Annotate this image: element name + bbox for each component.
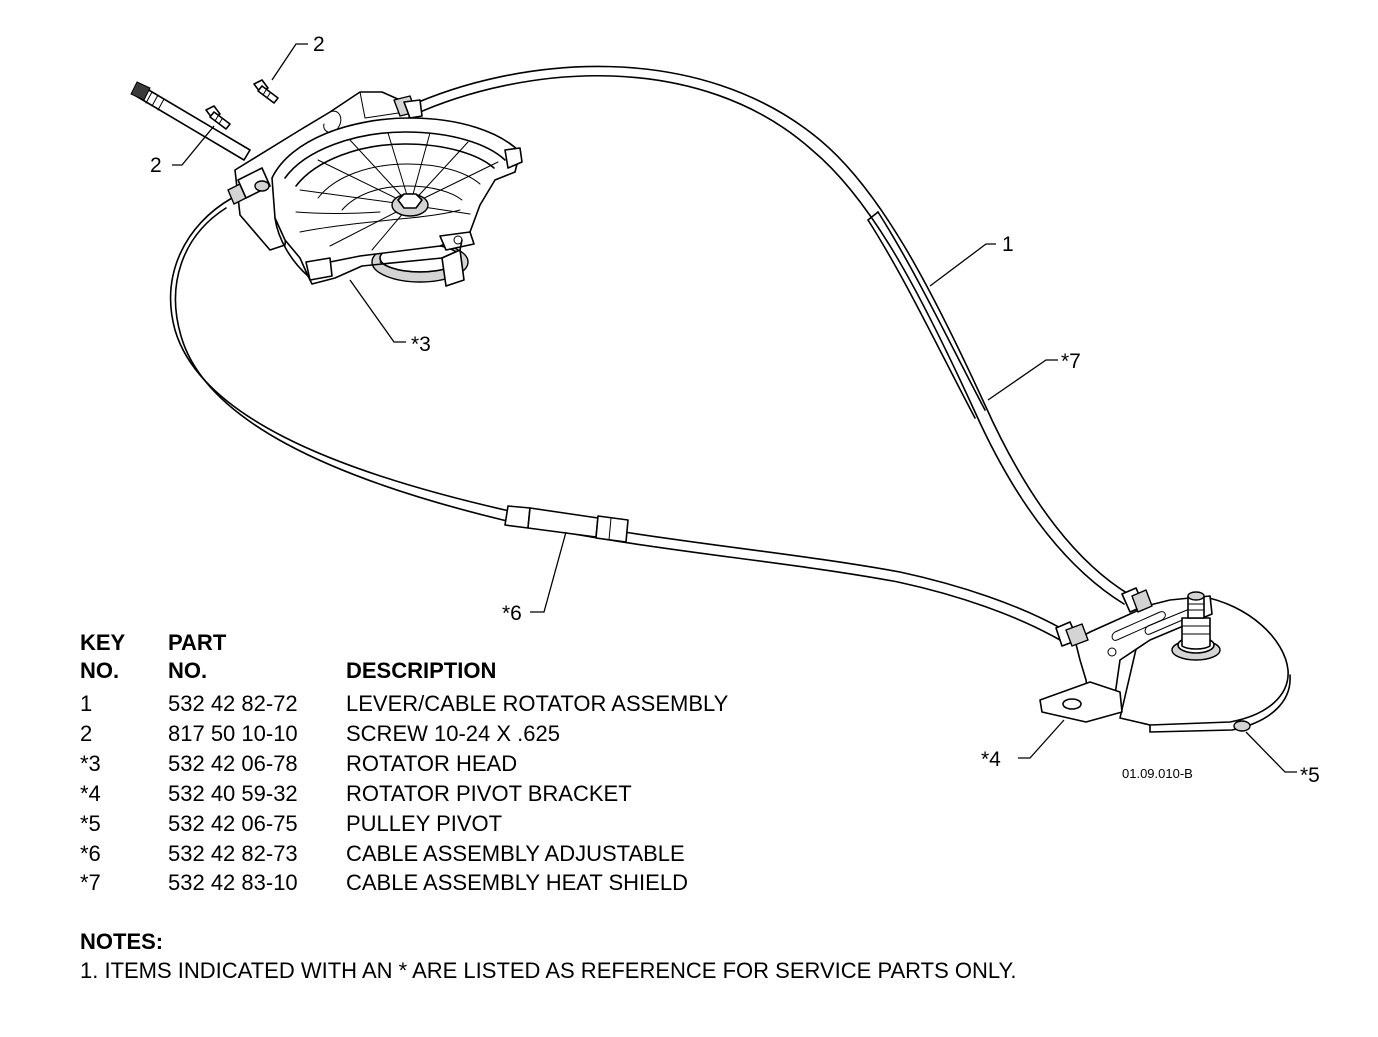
callout-screw-top: 2 bbox=[313, 33, 325, 56]
drawing-number: 01.09.010-B bbox=[1122, 766, 1193, 781]
callout-cable-adjustable: *6 bbox=[502, 602, 522, 625]
screw-top bbox=[253, 79, 279, 104]
row-description: PULLEY PIVOT bbox=[346, 811, 503, 836]
row-key: 2 bbox=[80, 721, 93, 746]
row-description: SCREW 10-24 X .625 bbox=[346, 721, 560, 746]
row-description: CABLE ASSEMBLY ADJUSTABLE bbox=[346, 841, 685, 866]
header-part-line2: NO. bbox=[168, 658, 208, 683]
callout-rotator-head: *3 bbox=[411, 333, 431, 356]
header-description: DESCRIPTION bbox=[346, 658, 497, 683]
screw-left bbox=[205, 105, 231, 130]
cable-heat-shield bbox=[404, 65, 1131, 605]
row-part-number: 532 40 59-32 bbox=[168, 781, 298, 806]
row-part-number: 532 42 83-10 bbox=[168, 870, 298, 895]
row-key: *3 bbox=[80, 751, 101, 776]
pivot-bracket-assembly bbox=[1039, 587, 1291, 733]
rotator-head-assembly bbox=[130, 81, 523, 287]
row-part-number: 817 50 10-10 bbox=[168, 721, 298, 746]
row-key: *6 bbox=[80, 841, 101, 866]
row-part-number: 532 42 82-72 bbox=[168, 691, 298, 716]
row-key: *5 bbox=[80, 811, 101, 836]
row-description: CABLE ASSEMBLY HEAT SHIELD bbox=[346, 870, 688, 895]
callout-cable-rotator: 1 bbox=[1002, 233, 1014, 256]
header-key-line1: KEY bbox=[80, 630, 126, 655]
row-key: *7 bbox=[80, 870, 101, 895]
row-part-number: 532 42 06-78 bbox=[168, 751, 298, 776]
cable-adjustable bbox=[169, 197, 1065, 641]
callout-heat-shield: *7 bbox=[1061, 350, 1081, 373]
header-key-line2: NO. bbox=[80, 658, 120, 683]
row-description: LEVER/CABLE ROTATOR ASSEMBLY bbox=[346, 691, 729, 716]
note-item: 1. ITEMS INDICATED WITH AN * ARE LISTED … bbox=[80, 958, 1017, 983]
row-key: *4 bbox=[80, 781, 101, 806]
row-description: ROTATOR PIVOT BRACKET bbox=[346, 781, 632, 806]
callout-pivot-bracket: *4 bbox=[981, 748, 1001, 771]
callout-pulley-pivot: *5 bbox=[1300, 764, 1320, 787]
row-key: 1 bbox=[80, 691, 93, 716]
row-description: ROTATOR HEAD bbox=[346, 751, 518, 776]
header-part-line1: PART bbox=[168, 630, 227, 655]
notes-title: NOTES: bbox=[80, 929, 164, 954]
leader-lines bbox=[172, 43, 1297, 773]
row-part-number: 532 42 06-75 bbox=[168, 811, 298, 836]
callout-screw-left: 2 bbox=[150, 154, 162, 177]
row-part-number: 532 42 82-73 bbox=[168, 841, 298, 866]
